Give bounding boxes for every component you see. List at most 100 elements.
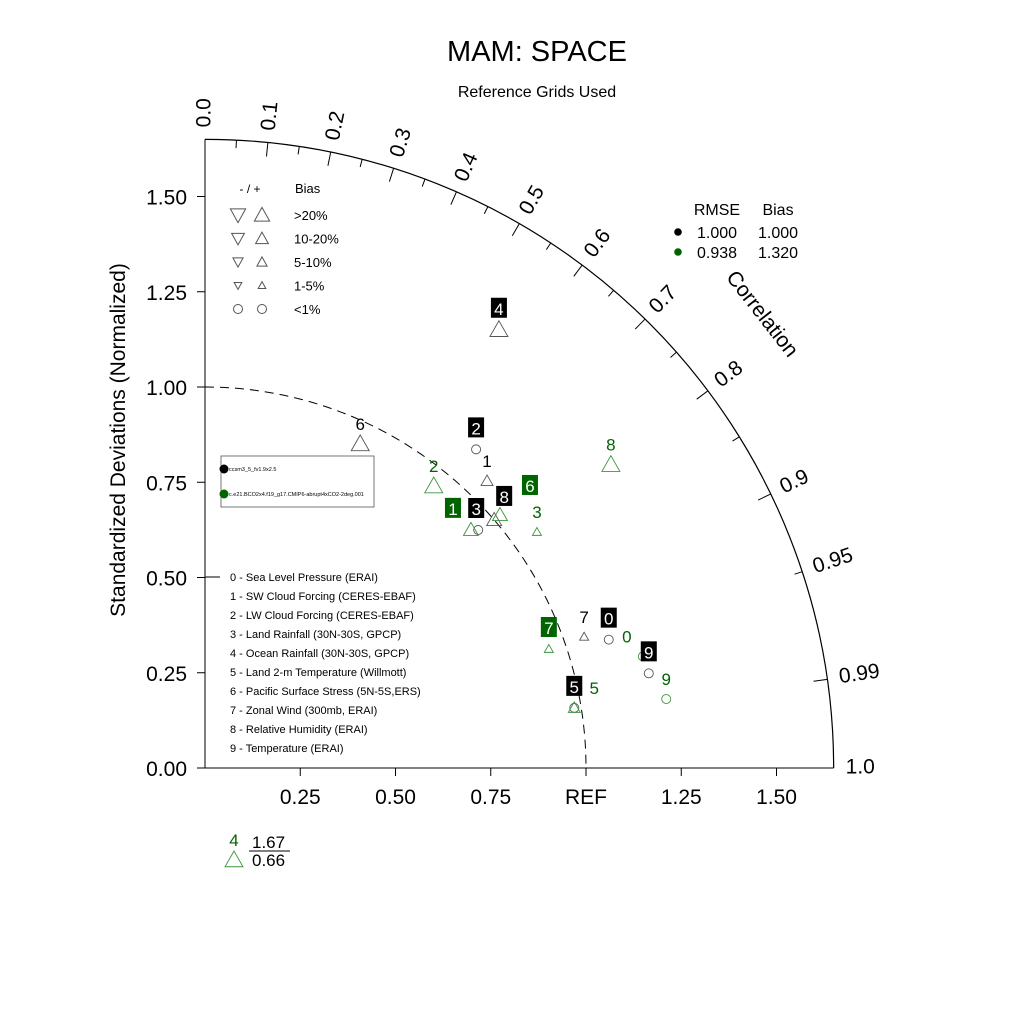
- data-point-label: 1: [444, 497, 461, 519]
- model-legend-box: [220, 455, 375, 508]
- point-label: 8: [499, 488, 508, 507]
- case-legend-item: 6 - Pacific Surface Stress (5N-5S,ERS): [230, 686, 421, 698]
- case-legend-item: 9 - Temperature (ERAI): [230, 743, 344, 755]
- corr-tick-label: 0.3: [385, 125, 416, 160]
- corr-tick-label: 0.8: [710, 356, 747, 392]
- label-box: [468, 417, 485, 438]
- bias-legend-row: >20%: [294, 208, 328, 223]
- point-label: 7: [579, 608, 588, 627]
- y-tick-label: 0.75: [146, 472, 187, 495]
- summary-bias: 1.000: [758, 225, 798, 242]
- y-tick-label: 1.00: [146, 377, 187, 400]
- corr-tick-label: 0.9: [776, 465, 812, 498]
- data-point-label: 1: [482, 452, 491, 471]
- data-point-label: 9: [640, 641, 657, 662]
- outlier-triangle-marker: [224, 850, 244, 868]
- corr-tick-label: 0.6: [579, 225, 615, 262]
- circle-marker: [603, 634, 614, 645]
- label-box: [540, 616, 557, 637]
- case-legend-item: 8 - Relative Humidity (ERAI): [230, 724, 368, 736]
- point-label: 9: [644, 643, 653, 662]
- circle-marker: [471, 444, 482, 455]
- outlier-label: 4: [229, 831, 238, 850]
- x-tick-label: 0.50: [375, 786, 416, 809]
- corr-tick-label: 0.4: [450, 149, 483, 185]
- corr-tick: [813, 678, 828, 682]
- triangle-marker: [567, 700, 582, 713]
- summary-header-bias: Bias: [762, 202, 793, 219]
- corr-tick-label: 0.95: [810, 543, 856, 578]
- x-tick-label: 0.75: [470, 786, 511, 809]
- corr-tick: [732, 436, 740, 442]
- case-legend-item: 2 - LW Cloud Forcing (CERES-EBAF): [230, 610, 414, 622]
- point-label: 7: [544, 619, 553, 638]
- corr-tick: [265, 142, 269, 157]
- corr-tick: [545, 242, 552, 250]
- data-point-label: 2: [429, 457, 438, 476]
- label-box: [640, 641, 657, 662]
- outlier-std: 1.67: [252, 833, 285, 852]
- case-legend-item: 1 - SW Cloud Forcing (CERES-EBAF): [230, 591, 416, 603]
- corr-tick: [511, 223, 520, 236]
- model-dot-icon: [674, 248, 682, 256]
- x-tick-label: 1.25: [661, 786, 702, 809]
- corr-tick: [388, 168, 395, 182]
- y-tick-label: 0.50: [146, 568, 187, 591]
- point-label: 5: [570, 678, 579, 697]
- corr-tick: [483, 206, 489, 214]
- point-label: 3: [471, 500, 480, 519]
- corr-tick: [634, 318, 646, 330]
- corr-tick: [696, 390, 709, 400]
- triangle-marker: [489, 319, 509, 337]
- y-tick-label: 1.25: [146, 282, 187, 305]
- outlier-corr: 0.66: [252, 851, 285, 870]
- case-legend-item: 3 - Land Rainfall (30N-30S, GPCP): [230, 629, 401, 641]
- point-label: 2: [429, 457, 438, 476]
- corr-tick: [757, 493, 772, 501]
- up-triangle-icon: [254, 231, 270, 245]
- data-point-label: 7: [579, 608, 588, 627]
- corr-tick: [608, 289, 615, 297]
- point-label: 9: [661, 670, 670, 689]
- down-triangle-icon: [230, 232, 246, 246]
- data-point-label: 3: [532, 503, 541, 522]
- corr-tick-label: 1.0: [846, 756, 875, 779]
- up-triangle-icon: [257, 280, 267, 290]
- down-triangle-icon: [233, 281, 243, 291]
- point-label: 0: [604, 610, 613, 629]
- correlation-label: Correlation: [721, 266, 802, 361]
- point-label: 0: [622, 627, 631, 646]
- down-triangle-icon: [229, 208, 247, 224]
- bias-legend-row: 5-10%: [294, 255, 332, 270]
- triangle-marker: [491, 506, 509, 522]
- label-box: [496, 485, 513, 506]
- data-point-markers: [350, 319, 672, 713]
- down-triangle-icon: [232, 257, 244, 269]
- circle-icon: [257, 304, 267, 314]
- model-name: ccsm3_5_fv1.9x2.5: [229, 467, 276, 473]
- point-label: 1: [448, 500, 457, 519]
- corr-tick: [450, 191, 457, 205]
- data-point-label: 5: [566, 675, 583, 697]
- corr-tick: [297, 146, 300, 155]
- triangle-marker: [601, 454, 621, 472]
- corr-tick: [359, 159, 363, 168]
- point-label: 4: [494, 300, 503, 319]
- triangle-marker: [485, 511, 503, 527]
- label-box: [490, 297, 507, 318]
- up-triangle-icon: [253, 206, 271, 222]
- label-box: [600, 607, 617, 628]
- outlier-entry: 4 1.670.66: [224, 831, 290, 870]
- corr-tick: [573, 264, 583, 277]
- point-label: 5: [590, 679, 599, 698]
- data-point-label: 5: [590, 679, 599, 698]
- triangle-marker: [531, 526, 543, 536]
- data-point-label: 9: [661, 670, 670, 689]
- model-name: c.e21.BCO2x4.f19_g17.CMIP6-abrupt4xCO2-2…: [229, 492, 364, 498]
- bias-legend-row: <1%: [294, 302, 321, 317]
- data-point-label: 6: [521, 474, 538, 496]
- case-legend-item: 7 - Zonal Wind (300mb, ERAI): [230, 705, 377, 717]
- label-box: [566, 675, 583, 696]
- point-label: 6: [525, 477, 534, 496]
